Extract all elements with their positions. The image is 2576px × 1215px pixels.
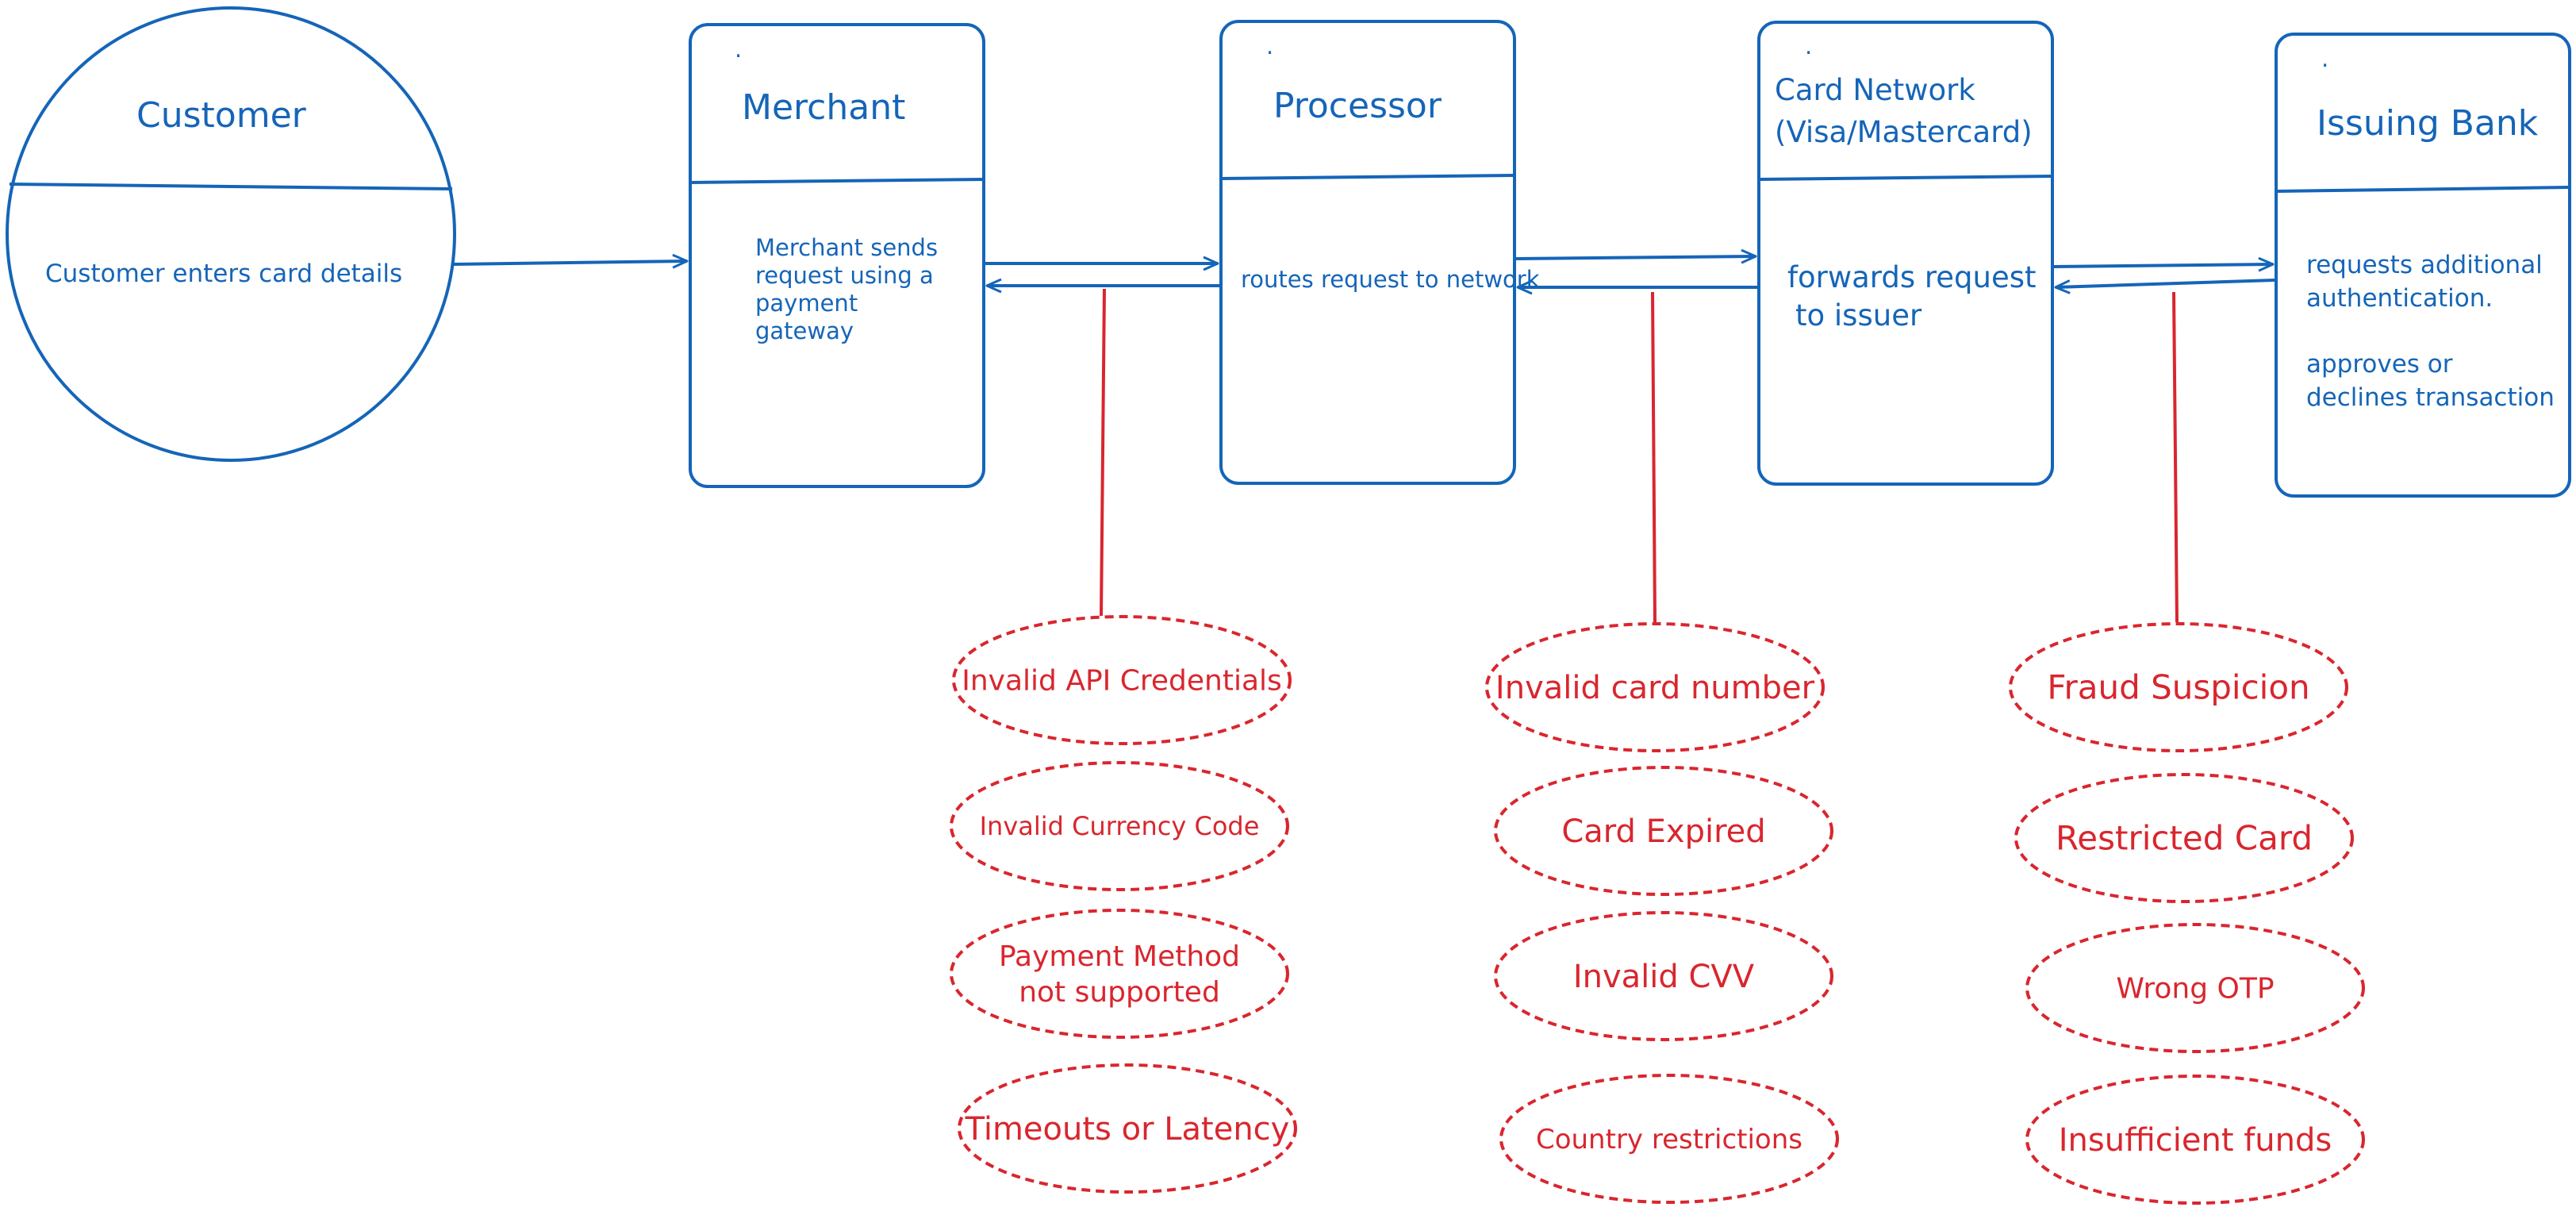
arrow-network-to-issuer [2053,256,2275,272]
customer-node[interactable]: Customer Customer enters card details [6,6,456,462]
error-item-processor-network-1[interactable]: Invalid card number [1485,622,1825,752]
issuing-bank-title: Issuing Bank [2317,103,2539,144]
merchant-body-line-3: payment [755,290,858,317]
error-ellipse [2014,773,2354,903]
error-item-merchant-processor-1[interactable]: Invalid API Credentials [952,615,1292,745]
error-label: not supported [1019,976,1220,1009]
processor-marker: . [1266,33,1273,60]
merchant-node[interactable]: . Merchant Merchant sends request using … [689,23,985,488]
processor-node[interactable]: . Processor routes request to network [1219,20,1540,485]
error-label: Fraud Suspicion [2047,668,2309,707]
card-network-node[interactable]: . Card Network (Visa/Mastercard) forward… [1757,21,2054,486]
arrow-issuer-to-network [2054,279,2275,294]
error-ellipse [958,1063,1297,1194]
customer-title: Customer [136,95,307,136]
error-connectors [1100,288,2179,623]
card-network-marker: . [1805,33,1812,60]
error-ellipse [2025,1075,2365,1205]
error-ellipse [1485,622,1825,752]
error-ellipse [952,615,1292,745]
issuing-bank-body-line-4: declines transaction [2306,383,2555,412]
error-label: Invalid API Credentials [962,665,1282,698]
error-label: Card Expired [1561,813,1765,850]
card-network-title-line-1: Card Network [1775,73,1975,107]
error-label: Payment Method [999,940,1240,973]
arrow-customer-to-merchant [453,253,689,269]
merchant-title: Merchant [742,87,905,128]
error-label: Invalid CVV [1573,959,1755,995]
issuing-bank-body-line-3: approves or [2306,350,2453,379]
issuing-bank-body-line-2: authentication. [2306,284,2493,313]
processor-body-line-1: routes request to network [1241,266,1540,293]
issuing-bank-body-line-1: requests additional [2306,251,2543,279]
merchant-body-line-1: Merchant sends [755,234,938,261]
error-item-network-issuer-1[interactable]: Fraud Suspicion [2009,622,2348,752]
merchant-body-line-4: gateway [755,317,854,344]
connector-merchant-processor [1100,288,1106,617]
connector-network-issuer [2172,291,2179,623]
processor-title: Processor [1273,86,1442,126]
connector-processor-network [1651,291,1657,623]
error-item-network-issuer-3[interactable]: Wrong OTP [2025,923,2365,1053]
error-item-merchant-processor-4[interactable]: Timeouts or Latency [958,1063,1297,1194]
arrow-processor-to-network [1515,248,1757,264]
error-ellipse [1499,1074,1839,1204]
error-label: Wrong OTP [2116,973,2274,1005]
error-label: Invalid card number [1495,670,1815,706]
error-label: Insufficient funds [2059,1122,2332,1159]
error-item-processor-network-2[interactable]: Card Expired [1494,766,1833,896]
error-ellipse [950,909,1289,1039]
error-item-merchant-processor-2[interactable]: Invalid Currency Code [950,761,1289,891]
card-network-title-line-2: (Visa/Mastercard) [1775,115,2033,149]
customer-body-line-1: Customer enters card details [45,260,402,288]
error-ellipse [1494,766,1833,896]
card-network-body-line-1: forwards request [1787,260,2037,294]
error-item-processor-network-4[interactable]: Country restrictions [1499,1074,1839,1204]
error-ellipse [950,761,1289,891]
error-ellipse [2025,923,2365,1053]
issuing-bank-marker: . [2321,45,2328,72]
error-label: Restricted Card [2056,819,2313,858]
error-ellipse [1494,911,1833,1041]
merchant-marker: . [735,36,742,63]
error-item-network-issuer-4[interactable]: Insufficient funds [2025,1075,2365,1205]
issuing-bank-node[interactable]: . Issuing Bank requests additional authe… [2275,33,2571,498]
error-label: Country restrictions [1536,1124,1802,1155]
merchant-body-line-2: request using a [755,262,934,289]
card-network-body-line-2: to issuer [1795,298,1922,333]
error-item-network-issuer-2[interactable]: Restricted Card [2014,773,2354,903]
flow-arrows [453,248,2275,295]
error-label: Timeouts or Latency [965,1111,1290,1148]
error-item-processor-network-3[interactable]: Invalid CVV [1494,911,1833,1041]
error-ellipse [2009,622,2348,752]
error-label: Invalid Currency Code [980,811,1260,841]
